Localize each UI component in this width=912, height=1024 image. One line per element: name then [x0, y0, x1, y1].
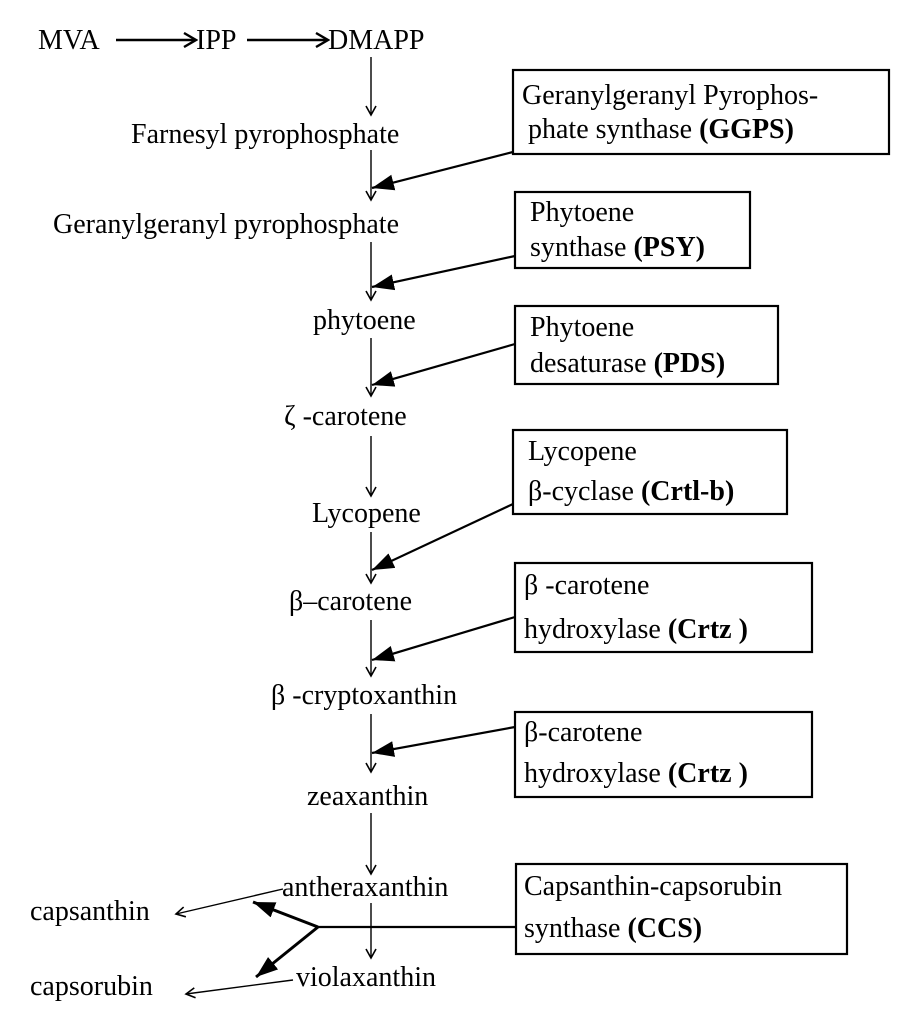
enzyme-box-psy — [513, 190, 752, 270]
metabolite-zeta-carotene: ζ -carotene — [284, 401, 407, 432]
metabolite-lycopene: Lycopene — [312, 498, 421, 529]
enzyme-crtz2-line2: hydroxylase (Crtz ) — [524, 758, 748, 789]
enzyme-ccs-abbr: (CCS) — [627, 913, 702, 944]
metabolite-zeaxanthin: zeaxanthin — [307, 781, 428, 812]
arrow-psy — [371, 254, 516, 291]
enzyme-crtlb-abbr: (Crtl-b) — [641, 476, 734, 507]
metabolite-violaxanthin: violaxanthin — [296, 962, 436, 993]
metabolite-phytoene: phytoene — [313, 305, 416, 336]
enzyme-crtz1-abbr: (Crtz ) — [668, 614, 748, 645]
enzyme-box-crtlb — [511, 428, 789, 516]
enzyme-psy-line2: synthase (PSY) — [530, 232, 705, 263]
metabolite-beta-carotene: β–carotene — [289, 586, 412, 617]
enzyme-crtlb-name: β-cyclase — [528, 476, 641, 507]
enzyme-crtz1-name: hydroxylase — [524, 614, 668, 645]
arrow-ggps — [371, 150, 514, 191]
metabolite-mva: MVA — [38, 25, 101, 56]
enzyme-box-ggps — [511, 68, 891, 156]
arrow-ccs-capsanthin — [252, 900, 319, 929]
metabolite-antheraxanthin: antheraxanthin — [282, 872, 448, 903]
arrow-ccs-capsorubin — [255, 925, 319, 979]
enzyme-crtz2-line1: β-carotene — [524, 717, 642, 748]
enzyme-ccs-line1: Capsanthin-capsorubin — [524, 871, 782, 902]
enzyme-pds-line2: desaturase (PDS) — [530, 348, 725, 379]
enzyme-psy-name: synthase — [530, 232, 633, 263]
enzyme-ggps-line2: phate synthase (GGPS) — [528, 114, 794, 145]
enzyme-crtlb-line1: Lycopene — [528, 436, 637, 467]
enzyme-pds-abbr: (PDS) — [654, 348, 726, 379]
arrow-crtz-1 — [371, 615, 516, 662]
enzyme-pds-name: desaturase — [530, 348, 654, 379]
enzyme-ggps-line1: Geranylgeranyl Pyrophos- — [522, 80, 818, 111]
metabolite-geranylgeranyl-pyrophosphate: Geranylgeranyl pyrophosphate — [53, 209, 399, 240]
metabolite-farnesyl-pyrophosphate: Farnesyl pyrophosphate — [131, 119, 399, 150]
arrow-antheraxanthin-capsanthin — [174, 888, 284, 918]
enzyme-box-crtz-1 — [513, 561, 814, 654]
arrow-crtlb — [371, 503, 514, 571]
metabolite-dmapp: DMAPP — [328, 25, 424, 56]
enzyme-crtz2-abbr: (Crtz ) — [668, 758, 748, 789]
enzyme-crtlb-line2: β-cyclase (Crtl-b) — [528, 476, 734, 507]
metabolite-capsorubin: capsorubin — [30, 971, 153, 1002]
enzyme-pds-line1: Phytoene — [530, 312, 634, 343]
enzyme-crtz1-line2: hydroxylase (Crtz ) — [524, 614, 748, 645]
enzyme-crtz2-name: hydroxylase — [524, 758, 668, 789]
arrow-pds — [371, 342, 516, 387]
metabolite-capsanthin: capsanthin — [30, 896, 150, 927]
enzyme-box-crtz-2 — [513, 710, 814, 799]
metabolite-ipp: IPP — [196, 25, 236, 56]
enzyme-crtz1-line1: β -carotene — [524, 570, 649, 601]
enzyme-box-ccs — [514, 862, 849, 956]
enzyme-psy-abbr: (PSY) — [633, 232, 705, 263]
arrow-violaxanthin-capsorubin — [184, 979, 294, 999]
metabolite-beta-cryptoxanthin: β -cryptoxanthin — [271, 680, 457, 711]
enzyme-ccs-name: synthase — [524, 913, 627, 944]
enzyme-ggps-name: phate synthase — [528, 114, 699, 145]
enzyme-ccs-line2: synthase (CCS) — [524, 913, 702, 944]
enzyme-psy-line1: Phytoene — [530, 197, 634, 228]
arrow-crtz-2 — [371, 725, 516, 757]
enzyme-ggps-abbr: (GGPS) — [699, 114, 794, 145]
